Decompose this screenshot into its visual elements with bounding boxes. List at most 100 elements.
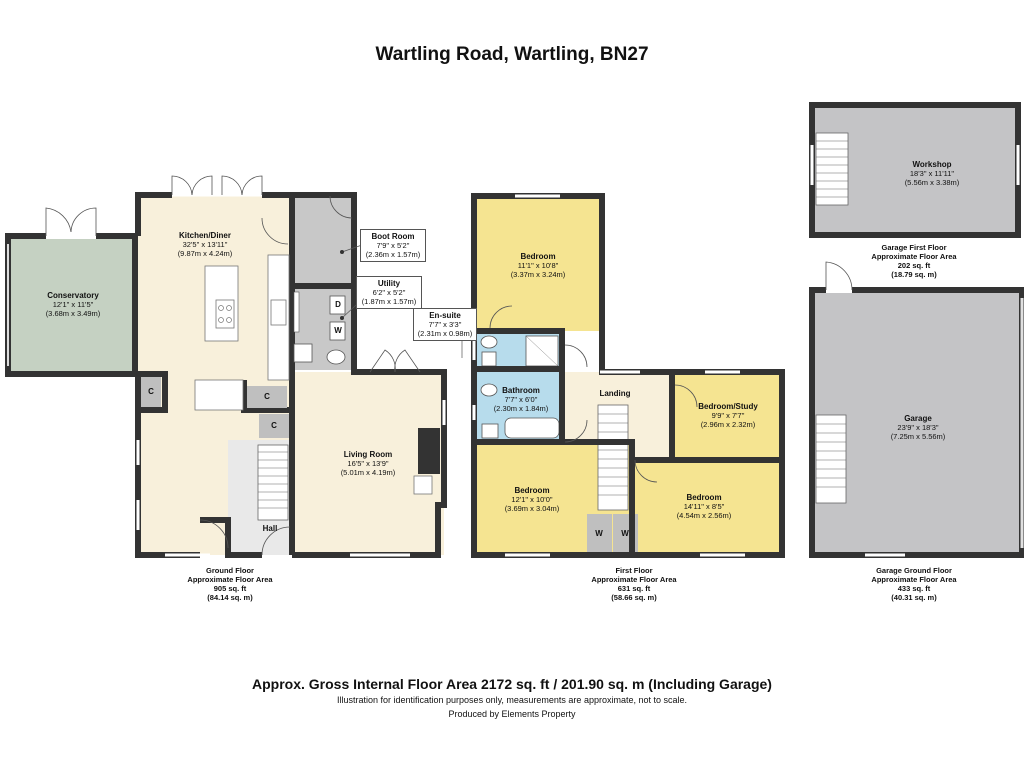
- page-title: Wartling Road, Wartling, BN27: [375, 44, 649, 65]
- room-dims-metric: (7.25m x 5.56m): [890, 432, 946, 441]
- room-dims-metric: (5.01m x 4.19m): [340, 468, 396, 477]
- caption-line: Garage Ground Floor: [876, 566, 952, 575]
- room-name: Hall: [262, 524, 278, 533]
- living-room-label: Living Room 16'5" x 13'9" (5.01m x 4.19m…: [318, 450, 418, 477]
- room-dims-metric: (2.36m x 1.57m): [365, 250, 421, 259]
- caption-line: Ground Floor: [206, 566, 254, 575]
- room-dims-imperial: 32'5" x 13'11": [182, 240, 228, 249]
- garage-label: Garage 23'9" x 18'3" (7.25m x 5.56m): [866, 414, 970, 441]
- room-name: Kitchen/Diner: [178, 231, 231, 240]
- ground-floor-plan: [5, 175, 447, 558]
- room-dims-imperial: 7'7" x 6'0": [504, 395, 538, 404]
- room-name: Boot Room: [371, 232, 415, 241]
- ground-floor-walls: [135, 192, 447, 558]
- landing-label: Landing: [590, 389, 640, 398]
- room-name: Conservatory: [47, 291, 99, 300]
- room-name: Landing: [599, 389, 631, 398]
- room-dims-metric: (3.68m x 3.49m): [45, 309, 101, 318]
- room-dims-metric: (1.87m x 1.57m): [361, 297, 417, 306]
- bedroom-right-area: [632, 460, 782, 555]
- room-name: En-suite: [429, 311, 461, 320]
- caption-line: (84.14 sq. m): [207, 593, 253, 602]
- caption-line: (18.79 sq. m): [891, 270, 937, 279]
- study-area: [672, 372, 782, 458]
- caption-line: Garage First Floor: [881, 243, 947, 252]
- room-dims-metric: (3.69m x 3.04m): [504, 504, 560, 513]
- room-dims-imperial: 12'1" x 10'0": [511, 495, 553, 504]
- disclaimer: Illustration for identification purposes…: [336, 695, 687, 705]
- room-name: Bedroom: [686, 493, 722, 502]
- dryer-label: D: [335, 300, 341, 309]
- hearth: [413, 475, 433, 495]
- utility-toilet: [326, 349, 346, 365]
- room-dims-imperial: 6'2" x 5'2": [372, 288, 406, 297]
- total-floor-area: Approx. Gross Internal Floor Area 2172 s…: [252, 676, 772, 692]
- room-dims-imperial: 7'9" x 5'2": [376, 241, 410, 250]
- bathroom-toilet: [480, 383, 498, 397]
- cupboard-3: [259, 414, 289, 438]
- caption-line: 433 sq. ft: [897, 584, 931, 593]
- bedroom-top-area: [474, 196, 602, 331]
- room-name: Bathroom: [502, 386, 540, 395]
- hob: [215, 299, 235, 329]
- ensuite-basin: [481, 351, 497, 367]
- garage-first-floor-caption: Garage First Floor Approximate Floor Are…: [854, 243, 974, 279]
- room-dims-imperial: 18'3" x 11'11": [909, 169, 955, 178]
- room-dims-imperial: 7'7" x 3'3": [428, 320, 462, 329]
- ground-floor-windows: [136, 193, 446, 557]
- room-name: Bedroom: [514, 486, 550, 495]
- room-dims-imperial: 16'5" x 13'9": [347, 459, 389, 468]
- first-floor-plan: [461, 193, 785, 558]
- room-dims-imperial: 12'1" x 11'5": [52, 300, 94, 309]
- boot-room-area: [292, 198, 354, 286]
- caption-line: 905 sq. ft: [213, 584, 247, 593]
- caption-line: 202 sq. ft: [897, 261, 931, 270]
- room-dims-metric: (2.30m x 1.84m): [493, 404, 549, 413]
- room-name: Living Room: [343, 450, 393, 459]
- first-floor-caption: First Floor Approximate Floor Area 631 s…: [574, 566, 694, 602]
- wardrobe-2-label: W: [621, 529, 629, 538]
- room-dims-metric: (3.37m x 3.24m): [510, 270, 566, 279]
- ensuite-label: En-suite 7'7" x 3'3" (2.31m x 0.98m): [413, 308, 477, 341]
- ground-floor-caption: Ground Floor Approximate Floor Area 905 …: [170, 566, 290, 602]
- caption-line: Approximate Floor Area: [871, 575, 957, 584]
- room-name: Workshop: [912, 160, 952, 169]
- kitchen-diner-label: Kitchen/Diner 32'5" x 13'11" (9.87m x 4.…: [150, 231, 260, 258]
- bathroom-basin: [481, 423, 499, 439]
- caption-line: (58.66 sq. m): [611, 593, 657, 602]
- room-dims-imperial: 9'9" x 7'7": [711, 411, 745, 420]
- caption-line: Approximate Floor Area: [871, 252, 957, 261]
- room-dims-imperial: 14'11" x 8'5": [683, 502, 725, 511]
- wardrobe-1: [587, 514, 612, 552]
- hall-stairs: [258, 451, 288, 509]
- caption-line: First Floor: [615, 566, 653, 575]
- dryer: [329, 295, 346, 315]
- kitchen-sink: [270, 299, 287, 326]
- caption-line: Approximate Floor Area: [187, 575, 273, 584]
- room-dims-metric: (2.31m x 0.98m): [417, 329, 473, 338]
- cupboard-1-label: C: [148, 387, 154, 396]
- utility-basin: [293, 343, 313, 363]
- wardrobe-1-label: W: [595, 529, 603, 538]
- cupboard-1: [141, 377, 161, 407]
- conservatory-doors: [45, 207, 97, 239]
- bedroom-top-label: Bedroom 11'1" x 10'8" (3.37m x 3.24m): [488, 252, 588, 279]
- caption-line: Approximate Floor Area: [591, 575, 677, 584]
- utility-label: Utility 6'2" x 5'2" (1.87m x 1.57m): [356, 276, 422, 309]
- cupboard-2: [247, 386, 287, 408]
- bathroom-label: Bathroom 7'7" x 6'0" (2.30m x 1.84m): [486, 386, 556, 413]
- caption-line: (40.31 sq. m): [891, 593, 937, 602]
- hall-label: Hall: [250, 524, 290, 533]
- room-dims-metric: (9.87m x 4.24m): [177, 249, 233, 258]
- caption-line: 631 sq. ft: [617, 584, 651, 593]
- fireplace: [418, 428, 440, 474]
- producer-credit: Produced by Elements Property: [448, 709, 576, 719]
- kitchen-french-doors: [171, 175, 421, 556]
- room-dims-metric: (2.96m x 2.32m): [700, 420, 756, 429]
- first-floor-walls: [471, 193, 785, 558]
- workshop-label: Workshop 18'3" x 11'11" (5.56m x 3.38m): [880, 160, 984, 187]
- bedroom-right-label: Bedroom 14'11" x 8'5" (4.54m x 2.56m): [654, 493, 754, 520]
- garage-ground-floor-plan: [809, 261, 1024, 558]
- garage-first-floor-plan: [809, 102, 1021, 238]
